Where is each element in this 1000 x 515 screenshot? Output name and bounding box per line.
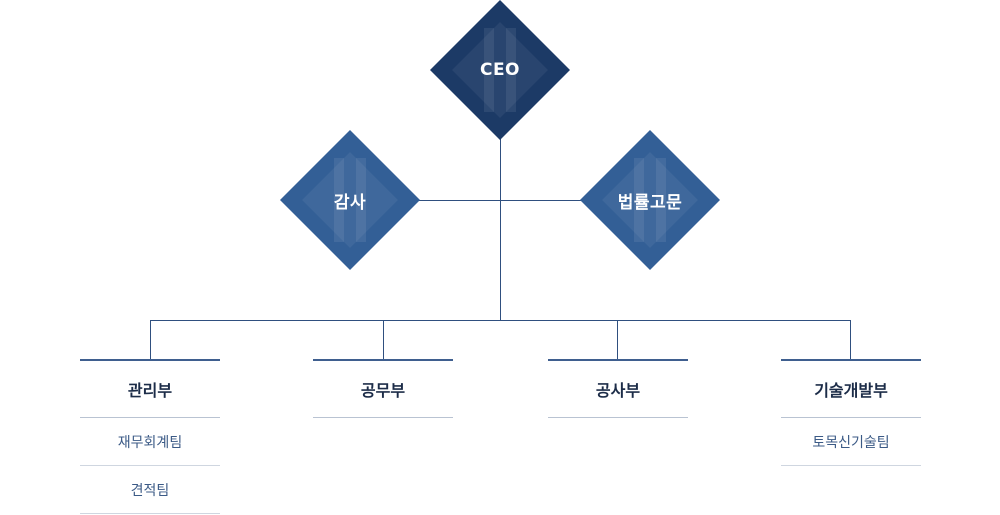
legal-diamond-shape [580, 130, 720, 270]
connector-advisors-horizontal [418, 200, 582, 201]
ceo-node: CEO [430, 0, 570, 140]
department-title: 관리부 [80, 359, 220, 418]
department-title: 공사부 [548, 359, 688, 418]
department-public-works: 공무부 [313, 359, 453, 418]
ceo-diamond-shape [430, 0, 570, 140]
advisor-node-legal: 법률고문 [580, 130, 720, 270]
advisor-node-audit: 감사 [280, 130, 420, 270]
department-tech-development: 기술개발부 토목신기술팀 [781, 359, 921, 466]
team-item: 토목신기술팀 [781, 418, 921, 466]
connector-dept-4 [850, 320, 851, 360]
legal-label: 법률고문 [617, 192, 683, 213]
team-item: 견적팀 [80, 466, 220, 514]
ceo-label: CEO [479, 60, 521, 80]
department-construction: 공사부 [548, 359, 688, 418]
connector-dept-2 [383, 320, 384, 360]
department-title: 공무부 [313, 359, 453, 418]
connector-dept-1 [150, 320, 151, 360]
team-item: 재무회계팀 [80, 418, 220, 466]
connector-dept-3 [617, 320, 618, 360]
connector-departments-horizontal [150, 320, 851, 321]
department-title: 기술개발부 [781, 359, 921, 418]
audit-diamond-shape [280, 130, 420, 270]
connector-ceo-vertical [500, 138, 501, 321]
audit-label: 감사 [333, 192, 367, 213]
department-management: 관리부 재무회계팀 견적팀 [80, 359, 220, 514]
